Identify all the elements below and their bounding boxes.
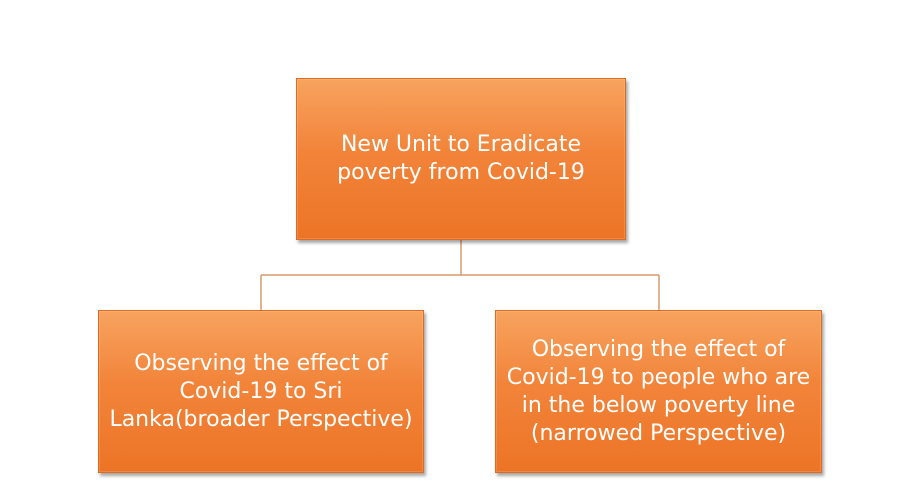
root-node-text: New Unit to Eradicate poverty from Covid… <box>337 132 585 185</box>
root-node: New Unit to Eradicate poverty from Covid… <box>296 78 626 240</box>
child-node-narrowed-perspective: Observing the effect of Covid-19 to peop… <box>495 310 822 473</box>
child-node-broader-perspective: Observing the effect of Covid-19 to Sri … <box>98 310 424 473</box>
child-node-narrowed-text: Observing the effect of Covid-19 to peop… <box>506 336 811 446</box>
child-node-broader-text: Observing the effect of Covid-19 to Sri … <box>109 350 413 432</box>
